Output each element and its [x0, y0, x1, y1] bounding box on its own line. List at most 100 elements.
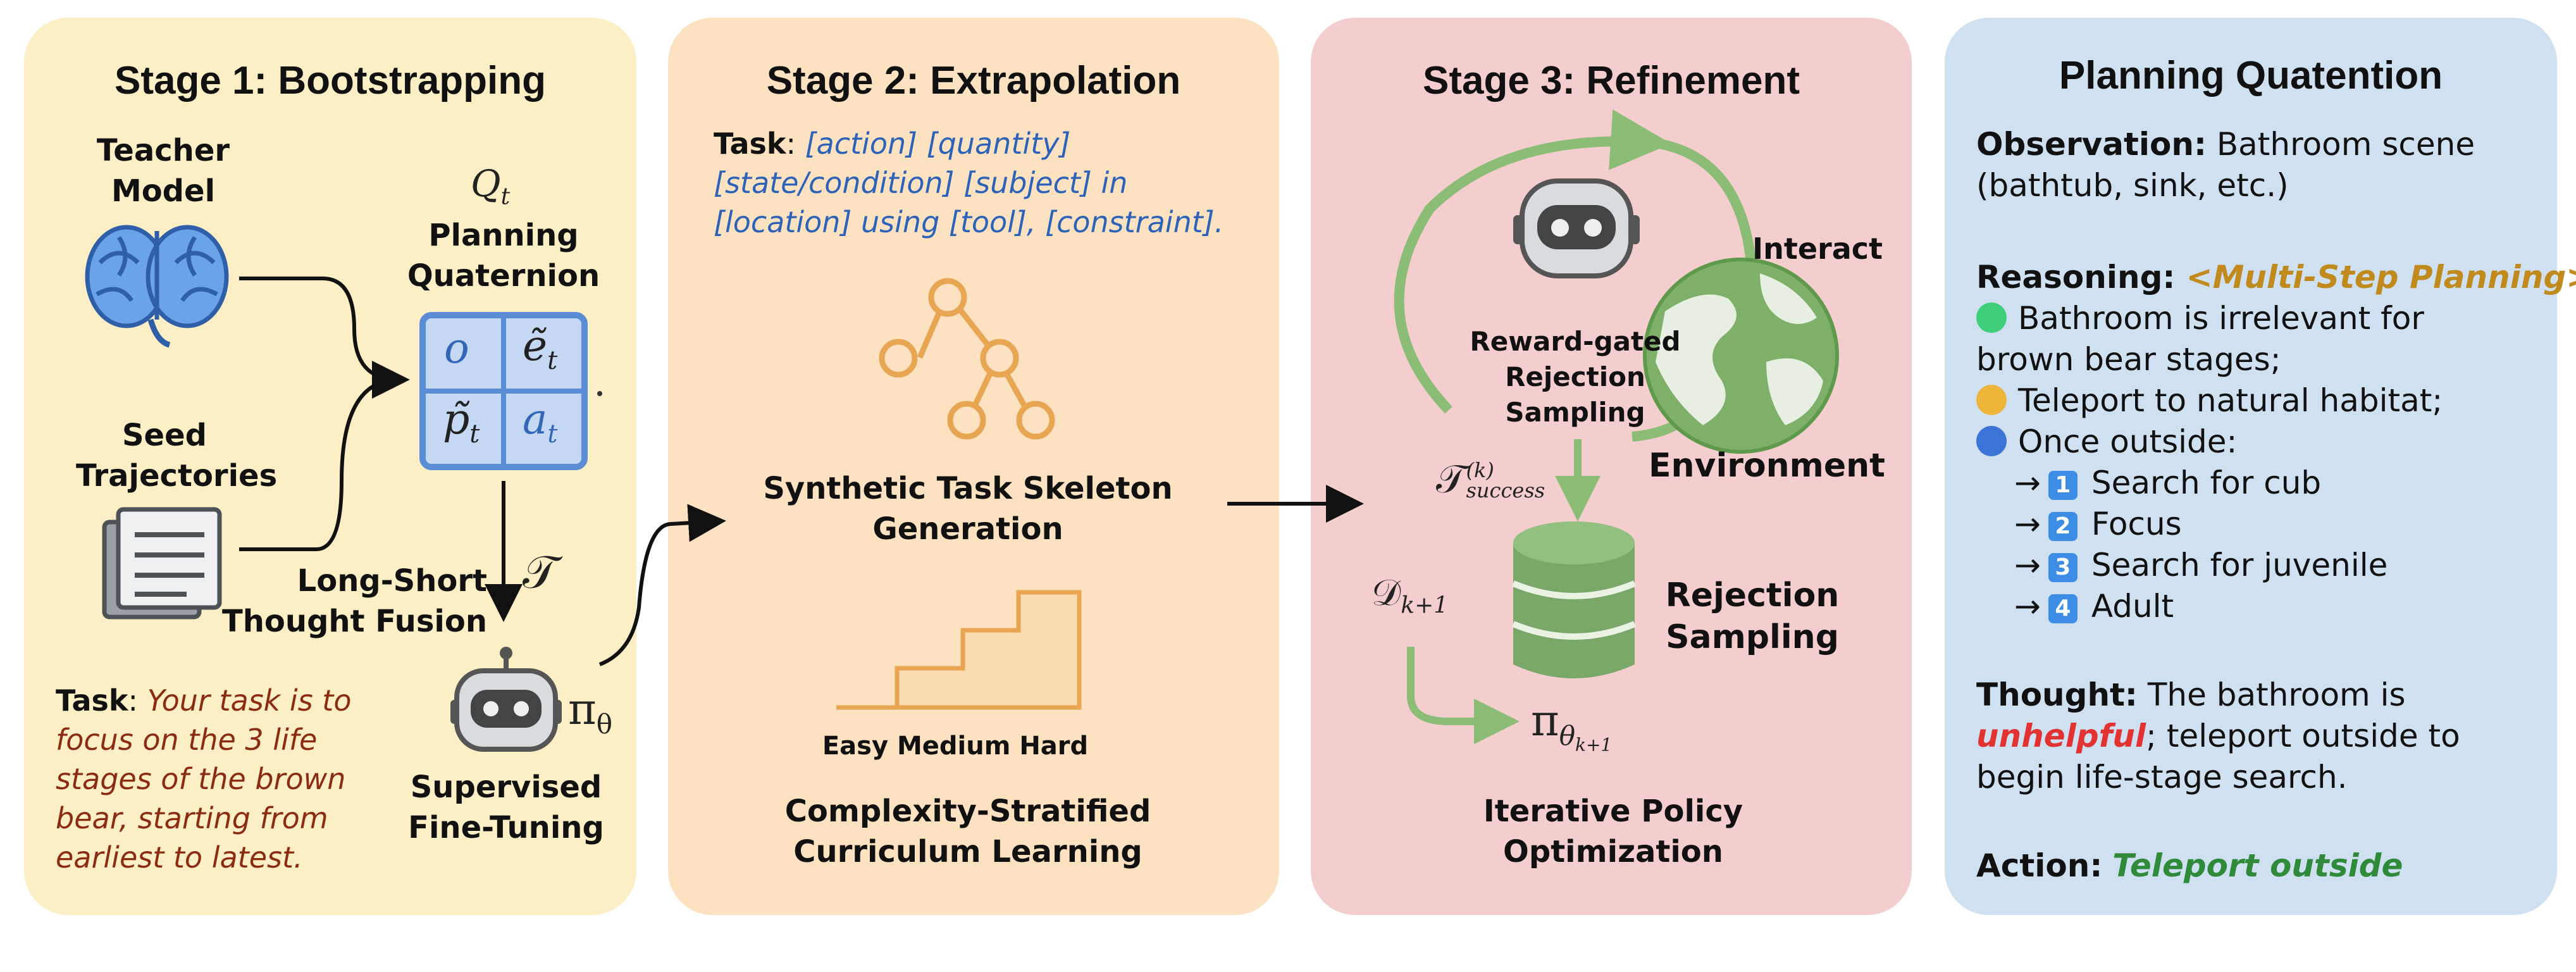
stage2-task-label: Task: [714, 127, 786, 161]
stage2-task-text: Task: [action] [quantity] [state/conditi…: [714, 124, 1270, 242]
stage2-panel: [668, 18, 1279, 915]
cell-e-sub: t: [547, 346, 558, 376]
reasoning-tag: <Multi-Step Planning>: [2186, 259, 2576, 296]
skeleton-line2: Generation: [872, 511, 1063, 547]
bullet1-line1: Bathroom is irrelevant for: [2018, 300, 2424, 337]
observation-label: Observation:: [1976, 126, 2207, 163]
bullet2-row: Teleport to natural habitat;: [1976, 380, 2443, 421]
cell-p: p̃t: [443, 395, 480, 449]
bullet1-line2: brown bear stages;: [1976, 341, 2281, 378]
iterative-line1: Iterative Policy: [1483, 794, 1743, 829]
gated-line2: Rejection: [1505, 361, 1645, 392]
q-sub: t: [500, 184, 511, 210]
blue-dot-icon: [1976, 426, 2007, 456]
pi3-sub: θ: [1559, 720, 1575, 751]
observation-line2: (bathtub, sink, etc.): [1976, 167, 2289, 204]
thought-line1: The bathroom is: [2137, 676, 2406, 713]
stage1-task-l2: stages of the brown: [56, 762, 346, 796]
stage2-task-l2: [location] using [tool], [constraint].: [714, 205, 1224, 239]
cell-a: at: [523, 395, 557, 449]
robot-icon: [450, 647, 562, 752]
green-dot-icon: [1976, 302, 2007, 333]
dataset-to-policy-arrow: [1407, 647, 1520, 744]
fusion-line2: Thought Fusion: [222, 604, 487, 639]
action-value: Teleport outside: [2112, 847, 2403, 884]
stage1-title: Stage 1: Bootstrapping: [114, 59, 547, 103]
curriculum-label: Complexity-Stratified Curriculum Learnin…: [715, 791, 1221, 872]
rejection-line2: Sampling: [1666, 618, 1839, 656]
thought-label: Thought:: [1976, 676, 2138, 713]
fusion-line1: Long-Short: [297, 563, 487, 599]
bullet3-row: Once outside:: [1976, 421, 2237, 463]
planning-panel: [1945, 18, 2557, 915]
cell-e-text: ẽ: [523, 321, 548, 370]
d-symbol: 𝒟: [1372, 571, 1401, 614]
cell-p-sub: t: [469, 420, 480, 449]
step-text: Search for cub: [2091, 464, 2322, 501]
interact-label: Interact: [1752, 232, 1883, 266]
arrow-icon: →: [2014, 547, 2041, 583]
tree-icon: [879, 278, 1055, 440]
teacher-to-quaternion-arrow: [239, 277, 410, 399]
teacher-line1: Teacher: [96, 133, 230, 168]
action-row: Action: Teleport outside: [1976, 845, 2403, 887]
database-icon: [1512, 521, 1636, 678]
pi3-symbol: π: [1531, 696, 1559, 746]
thought-line2-rest: ; teleport outside to: [2146, 718, 2460, 754]
thought-line3: begin life-stage search.: [1976, 759, 2348, 795]
dataset-symbol: 𝒟k+1: [1372, 571, 1448, 619]
sft-line2: Fine-Tuning: [408, 810, 604, 845]
stage1-task-line0: Task: Your task is to: [56, 683, 352, 718]
stage1-task-l3: bear, starting from: [56, 801, 328, 835]
stage1-task-text: Task: Your task is to focus on the 3 lif…: [56, 681, 410, 877]
interact-top-arc: [1650, 137, 1757, 279]
q-t-symbol: Qt: [471, 162, 510, 210]
stage1-task-l0: Your task is to: [147, 683, 352, 718]
task-skeleton-label: Synthetic Task Skeleton Generation: [715, 468, 1221, 549]
rejection-line1: Rejection: [1665, 576, 1840, 614]
step-text: Adult: [2091, 588, 2174, 625]
document-icon: [102, 507, 222, 620]
planning-quaternion-label: Planning Quaternion: [390, 215, 617, 296]
action-label: Action:: [1976, 847, 2103, 884]
teacher-model-label: Teacher Model: [87, 130, 239, 211]
reasoning-row: Reasoning: <Multi-Step Planning>: [1976, 257, 2576, 298]
bullet3-text: Once outside:: [2018, 423, 2238, 460]
cell-o-text: o: [444, 324, 469, 373]
seed-line2: Trajectories: [76, 458, 278, 494]
cell-p-text: p̃: [443, 395, 470, 444]
robot-icon: [1513, 178, 1640, 278]
tau-sub: success: [1466, 478, 1545, 502]
gated-line3: Sampling: [1505, 397, 1645, 428]
step-text: Search for juvenile: [2091, 547, 2388, 583]
planning-title: Planning Quatention: [2059, 54, 2443, 97]
teacher-line2: Model: [111, 173, 216, 209]
stage1-task-label: Task: [56, 683, 128, 718]
tau-success-symbol: 𝒯(k)success: [1436, 459, 1545, 501]
stage2-task-l1: [state/condition] [subject] in: [714, 166, 1128, 200]
seed-line1: Seed: [121, 418, 207, 453]
cell-a-sub: t: [547, 420, 558, 449]
quaternion-line2: Quaternion: [407, 258, 600, 294]
globe-icon: [1643, 258, 1839, 454]
pi3-subsub: k+1: [1575, 733, 1613, 755]
step-number-badge: 4: [2048, 594, 2078, 623]
bullet2-text: Teleport to natural habitat;: [2018, 382, 2443, 419]
brain-icon: [85, 225, 229, 348]
difficulty-levels: Easy Medium Hard: [822, 732, 1089, 761]
iterative-line2: Optimization: [1503, 834, 1723, 869]
iterative-policy-label: Iterative Policy Optimization: [1360, 791, 1866, 872]
interact-loop-arrow: [1394, 109, 1671, 414]
bullet1-row: Bathroom is irrelevant for: [1976, 298, 2424, 339]
cell-a-text: a: [523, 395, 548, 444]
stage3-title: Stage 3: Refinement: [1422, 59, 1800, 103]
rejection-sampling-label: Rejection Sampling: [1645, 575, 1860, 658]
curriculum-line1: Complexity-Stratified: [784, 794, 1151, 829]
observation-row: Observation: Bathroom scene: [1976, 124, 2475, 165]
stage2-title: Stage 2: Extrapolation: [766, 59, 1181, 103]
arrow-icon: →: [2014, 506, 2041, 542]
